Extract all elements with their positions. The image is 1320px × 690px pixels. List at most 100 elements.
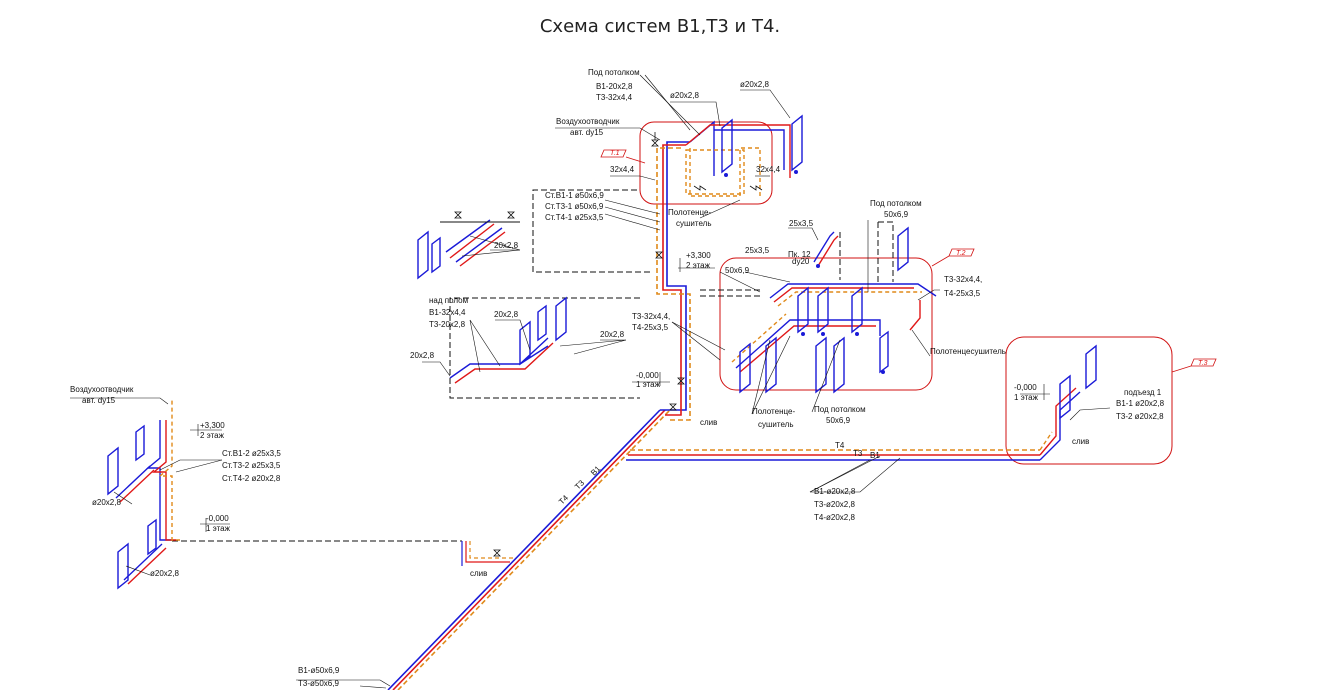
air-vent-1 [651,139,659,147]
label-st-t4-2: Ст.Т4-2 ø20х2,8 [222,474,281,483]
riser-valve-c [669,403,677,411]
t1-outlet-2 [794,170,798,174]
label-podjezd: подъезд 1 [1124,388,1162,397]
label-20-m2: 20х2,8 [600,330,625,339]
label-t4-25b: Т4-25х3,5 [632,323,669,332]
label-pod-potolkom-2: Под потолком [870,199,922,208]
label-polot-1b: сушитель [676,219,711,228]
ml-t3-pipe [454,342,554,384]
label-t4-20x: Т4-ø20х2,8 [814,513,855,522]
label-b1-1: В1-1 ø20х2,8 [1116,399,1165,408]
label-pk: Пк. 12 [788,250,811,259]
label-polot-full: Полотенцесушитель [930,347,1006,356]
label-etazh-1: 1 этаж [636,380,661,389]
t2-fixture-4 [739,342,751,394]
diagram-title: Схема систем В1,Т3 и Т4. [539,16,781,37]
label-pod-potolkom: Под потолком [588,68,640,77]
central-riser [656,141,691,421]
t2-outlet-3 [855,332,859,336]
t1-t3-main [685,124,791,178]
label-b1-50: В1-ø50х6,9 [298,666,340,675]
label-d20-b: ø20х2,8 [740,80,769,89]
leader-lines [70,74,1111,689]
t2-fixture-3 [851,286,863,334]
zone-t1-label: Т.1 [610,150,620,157]
t2-t4-lower [731,313,787,363]
label-sliv-1: слив [700,418,717,427]
label-st-t4-1: Ст.Т4-1 ø25х3,5 [545,213,604,222]
label-d20-a: ø20х2,8 [670,91,699,100]
t2-fixture-7 [833,336,845,394]
label-vozduh-2: Воздухоотводчик [70,385,134,394]
lr-t4-pipe [158,400,180,541]
t1-b1-branch [714,129,785,170]
label-t3-2: Т3-2 ø20х2,8 [1116,412,1164,421]
ml-fixture-2 [537,304,547,342]
horiz-t4-label: Т4 [835,441,845,450]
label-50-b: 50х6,9 [725,266,750,275]
ml-fixture-3 [555,296,567,342]
t2-up-pipe-2 [817,235,839,267]
t2-b1-upper [769,283,937,299]
ul-b1-pipe [445,219,491,253]
ul-valve-1 [454,211,462,219]
zone-t1-fixtures [685,114,803,197]
t3-t4-pipe [1039,431,1053,451]
label-50-c: 50х6,9 [826,416,851,425]
label-t3-32: Т3-32х4,4 [596,93,633,102]
t1-fixture-1 [721,118,733,174]
diag-b1-pipe [387,409,661,690]
lr-b1-pipe [146,420,172,541]
label-dy20: dy20 [792,257,810,266]
label-t3-20x: Т3-ø20х2,8 [814,500,855,509]
t1-fixture-2 [791,114,803,172]
t1-towel-dryer [685,149,745,195]
t1-t4-loop [689,147,761,197]
stub-t3 [465,541,510,563]
t1-valves [651,132,763,411]
t2-up-fixture [897,226,909,272]
ul-t3-pipe-2 [459,231,506,267]
label-etazh-2-l: 2 этаж [200,431,225,440]
zone-t2-fixtures [731,226,937,394]
t2-fixture-8 [879,330,889,374]
label-polot-1a: Полотенце- [668,208,711,217]
zone-t2-outline [719,257,933,391]
diag-t4-pipe [397,409,671,690]
label-b1-32: В1-32х4,4 [429,308,466,317]
lr-b1-upper [115,465,151,499]
t1-valve-1 [693,185,707,191]
frame-upper-left [532,189,650,273]
t3-t3-pipe [1039,387,1077,456]
t3-fixture-2 [1085,344,1097,390]
label-st-t3-1: Ст.Т3-1 ø50х6,9 [545,202,604,211]
label-st-t3-2: Ст.Т3-2 ø25х3,5 [222,461,281,470]
box-upper-left [417,219,520,280]
lr-b1-lower [123,543,163,581]
lr-fixture-3 [117,542,129,590]
zone-t2-tag [931,248,975,267]
t2-outlet-1 [801,332,805,336]
t2-t3-upper [773,287,914,303]
drain-stub [461,541,514,566]
zone-t2-label: Т.2 [956,250,966,257]
label-20-m3: 20х2,8 [410,351,435,360]
zone-t3-label: Т.3 [1198,360,1208,367]
lr-fixture-4 [147,518,157,556]
t2-t3-lower [739,325,876,373]
label-avt-2: авт. dy15 [82,396,116,405]
zone-t3-outline [1005,336,1173,465]
dash-t2-top3 [878,221,894,282]
label-lev-3300: +3,300 [686,251,711,260]
stub-t4 [469,541,514,559]
label-etazh-2: 2 этаж [686,261,711,270]
horiz-t3-label: Т3 [853,449,863,458]
ml-b1-pipe [449,337,549,379]
label-vozduh-1: Воздухоотводчик [556,117,620,126]
label-d20-l2: ø20х2,8 [150,569,179,578]
label-sliv-3: слив [470,569,487,578]
left-riser [107,400,180,590]
t1-outlet-1 [724,173,728,177]
label-t4-25c: Т4-25х3,5 [944,289,981,298]
